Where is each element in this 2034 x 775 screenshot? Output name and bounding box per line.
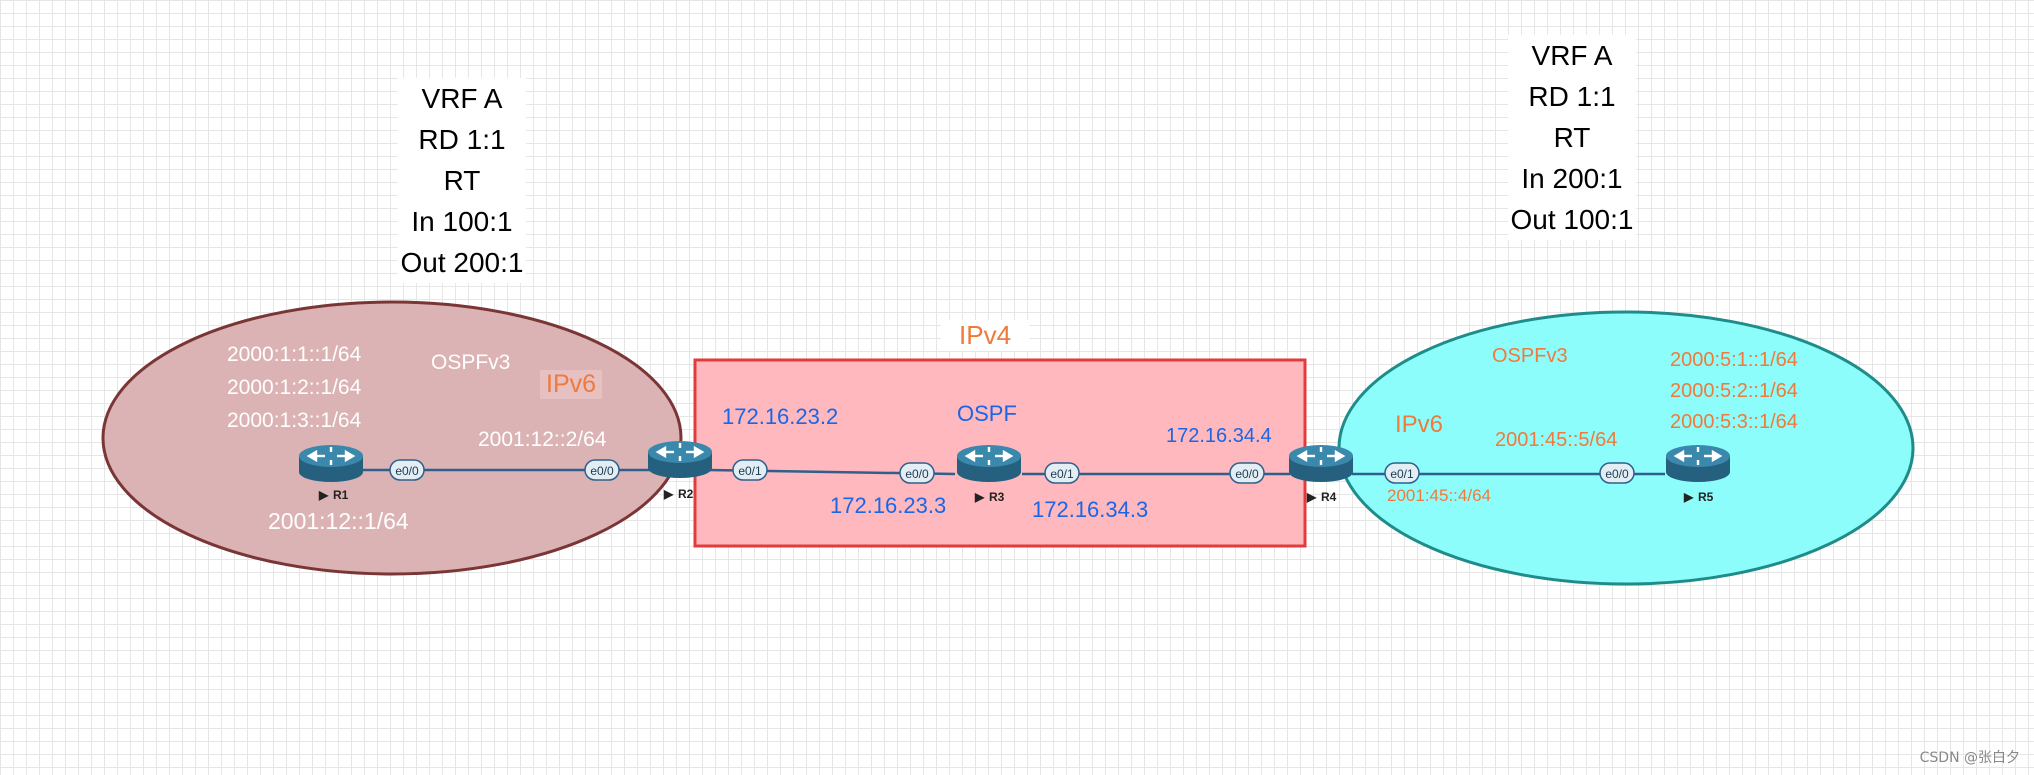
r2-link-v4: 172.16.23.2	[722, 404, 839, 429]
svg-text:R3: R3	[989, 490, 1005, 504]
r5-loopback-1: 2000:5:1::1/64	[1670, 349, 1798, 371]
vrf-right-line: RD 1:1	[1528, 81, 1616, 112]
router-icon	[646, 439, 714, 480]
router-r3[interactable]: ▶ R3	[955, 443, 1023, 504]
r1-loopback-3: 2000:1:3::1/64	[227, 409, 362, 432]
svg-text:e0/0: e0/0	[1605, 467, 1629, 481]
svg-text:▶: ▶	[974, 490, 985, 504]
iface-r5-e00: e0/0	[1599, 462, 1635, 484]
iface-r3-e00: e0/0	[899, 462, 935, 484]
r5-loopback-2: 2000:5:2::1/64	[1670, 380, 1798, 402]
r2-link-v6: 2001:12::2/64	[478, 428, 607, 451]
vrf-left-line: VRF A	[421, 83, 503, 114]
zone-left-ellipse	[101, 300, 683, 576]
vrf-left-line: RT	[443, 165, 481, 196]
zone-left-protocol: OSPFv3	[431, 351, 511, 374]
r3-e00-address: 172.16.23.3	[830, 493, 947, 518]
zone-middle-protocol: OSPF	[957, 401, 1017, 426]
watermark: CSDN @张白夕	[1919, 750, 2020, 766]
vrf-right-box: VRF A RD 1:1 RT In 200:1 Out 100:1	[1508, 35, 1636, 240]
iface-r4-e01: e0/1	[1384, 462, 1420, 484]
svg-text:▶: ▶	[663, 487, 674, 501]
vrf-right-line: VRF A	[1531, 40, 1613, 71]
vrf-right-line: Out 100:1	[1510, 204, 1634, 235]
router-r2[interactable]: ▶ R2	[646, 439, 714, 501]
svg-text:e0/1: e0/1	[1050, 467, 1074, 481]
r4-link-v6: 2001:45::4/64	[1387, 486, 1491, 505]
r1-loopback-2: 2000:1:2::1/64	[227, 376, 362, 399]
svg-text:R2: R2	[678, 487, 694, 501]
router-icon	[297, 443, 365, 484]
svg-text:e0/0: e0/0	[590, 464, 614, 478]
router-r5[interactable]: ▶ R5	[1664, 443, 1732, 504]
r5-loopback-3: 2000:5:3::1/64	[1670, 411, 1798, 433]
router-icon	[955, 443, 1023, 484]
zone-right-ellipse	[1337, 310, 1915, 586]
svg-text:▶: ▶	[1306, 490, 1317, 504]
iface-r2-e01: e0/1	[732, 459, 768, 481]
iface-r3-e01: e0/1	[1044, 462, 1080, 484]
router-r4[interactable]: ▶ R4	[1287, 443, 1355, 504]
r5-link-v6: 2001:45::5/64	[1495, 429, 1618, 451]
r4-e00-address: 172.16.34.4	[1166, 425, 1272, 447]
svg-text:e0/1: e0/1	[738, 464, 762, 478]
r3-e01-address: 172.16.34.3	[1032, 497, 1149, 522]
svg-text:▶: ▶	[318, 488, 329, 502]
iface-r4-e00: e0/0	[1229, 462, 1265, 484]
vrf-left-line: Out 200:1	[400, 247, 524, 278]
zone-right-family: IPv6	[1395, 411, 1444, 438]
zone-middle-family: IPv4	[941, 320, 1030, 351]
svg-text:R1: R1	[333, 488, 349, 502]
svg-text:R5: R5	[1698, 490, 1714, 504]
router-icon	[1287, 443, 1355, 484]
iface-r1-e00: e0/0	[389, 459, 425, 481]
svg-text:e0/0: e0/0	[905, 467, 929, 481]
iface-r2-e00: e0/0	[584, 459, 620, 481]
vrf-right-line: In 200:1	[1521, 163, 1623, 194]
svg-text:R4: R4	[1321, 490, 1337, 504]
svg-text:▶: ▶	[1683, 490, 1694, 504]
r1-link-v6: 2001:12::1/64	[268, 508, 409, 534]
vrf-left-line: In 100:1	[411, 206, 513, 237]
vrf-left-box: VRF A RD 1:1 RT In 100:1 Out 200:1	[398, 78, 526, 283]
svg-text:e0/0: e0/0	[1235, 467, 1259, 481]
svg-text:e0/1: e0/1	[1390, 467, 1414, 481]
zone-left-family: IPv6	[540, 370, 603, 399]
vrf-left-line: RD 1:1	[418, 124, 506, 155]
svg-text:e0/0: e0/0	[395, 464, 419, 478]
zone-right-protocol: OSPFv3	[1492, 345, 1568, 367]
router-icon	[1664, 443, 1732, 484]
router-r1[interactable]: ▶ R1	[297, 443, 365, 502]
vrf-right-line: RT	[1553, 122, 1591, 153]
r1-loopback-1: 2000:1:1::1/64	[227, 343, 362, 366]
